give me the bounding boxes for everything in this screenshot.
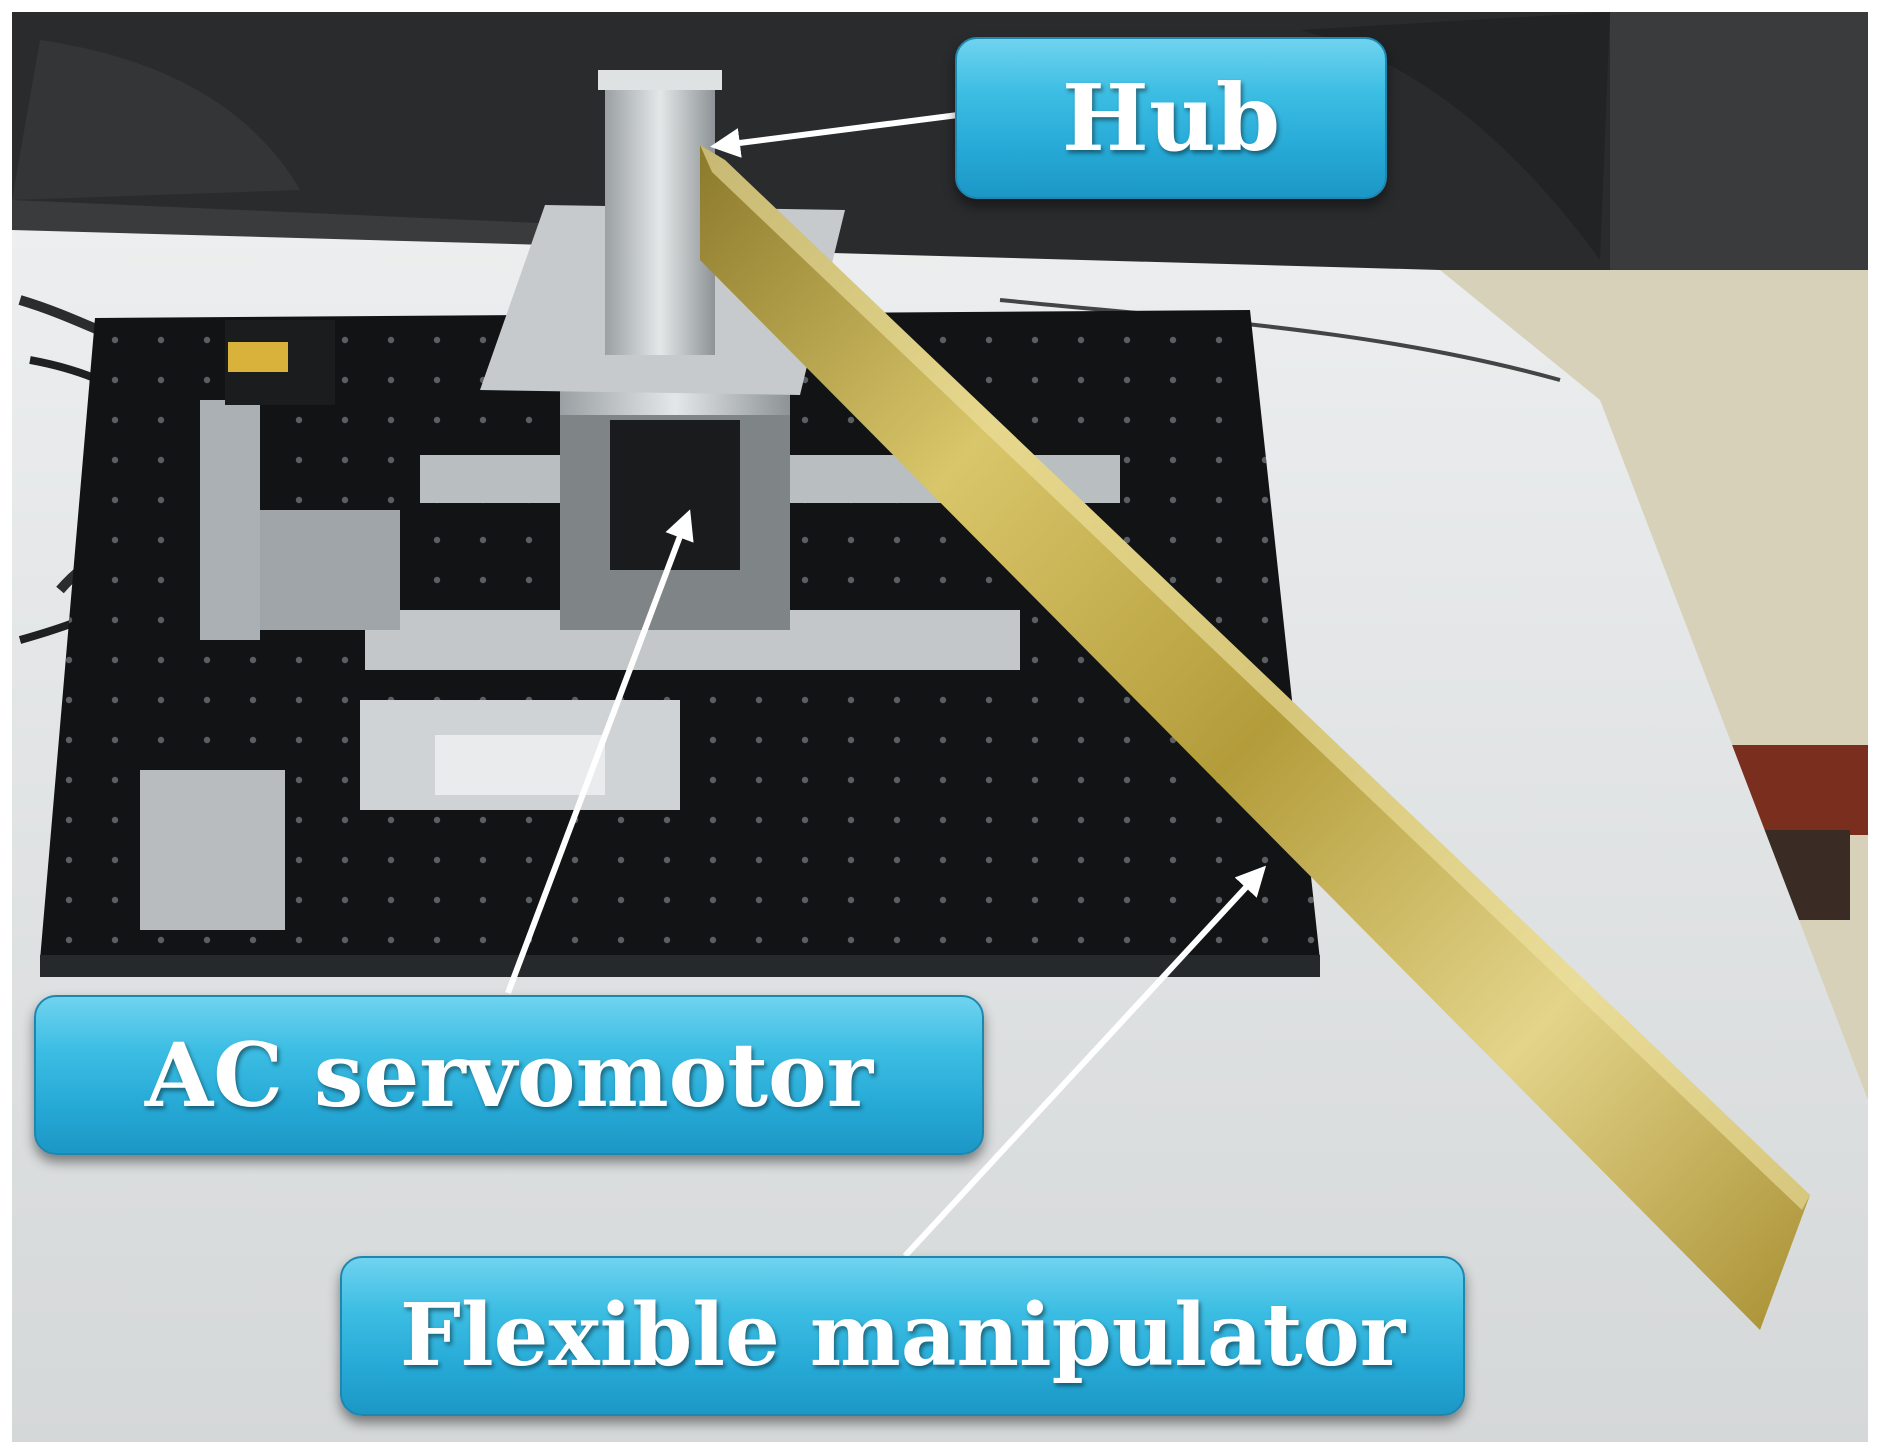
bracket — [140, 770, 285, 930]
flexible-manipulator-arrow — [902, 865, 1267, 1259]
flexible-manipulator-label: Flexible manipulator — [340, 1256, 1465, 1416]
ac-servomotor-label: AC servomotor — [34, 995, 984, 1155]
hub-arrow — [710, 112, 959, 158]
hub-label: Hub — [955, 37, 1387, 199]
ac-servomotor-arrow — [505, 509, 694, 995]
flexible-manipulator — [700, 145, 1810, 1330]
hub-block — [605, 75, 715, 355]
